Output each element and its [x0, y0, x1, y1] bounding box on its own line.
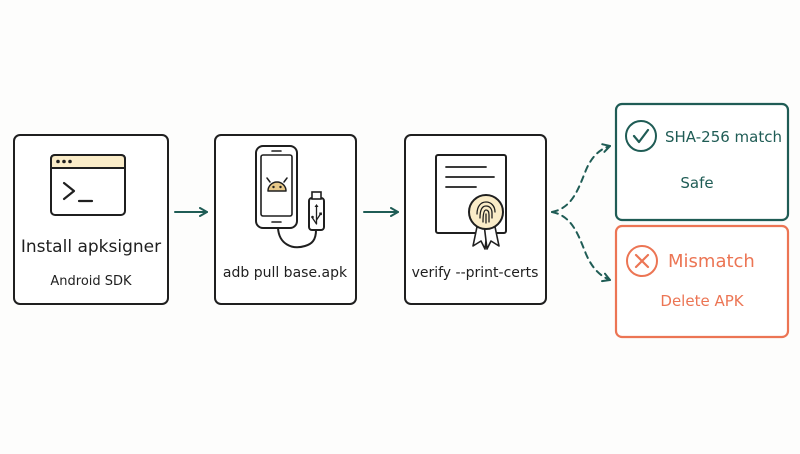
outcome-result-match: Safe: [680, 174, 713, 192]
outcome-title-match: SHA-256 match: [665, 128, 782, 146]
step-box-pull: adb pull base.apk: [214, 134, 357, 305]
step-box-verify: verify --print-certs: [404, 134, 547, 305]
android-robot-icon: [266, 177, 288, 192]
branch-arrow-match: [551, 143, 611, 213]
branch-arrow-mismatch: [551, 211, 611, 283]
outcome-box-mismatch: Mismatch Delete APK: [614, 224, 790, 339]
outcome-result-mismatch: Delete APK: [660, 292, 744, 310]
step-subtitle-install: Android SDK: [50, 274, 132, 289]
step-title-verify: verify --print-certs: [412, 265, 539, 281]
certificate-icon: [435, 154, 507, 250]
step-title-pull: adb pull base.apk: [223, 265, 348, 281]
phone-usb-icon: [255, 145, 325, 249]
fingerprint-icon: [476, 201, 496, 224]
outcome-box-match: SHA-256 match Safe: [614, 102, 790, 222]
step-title-install: Install apksigner: [21, 237, 161, 257]
check-circle-icon: [625, 120, 657, 152]
outcome-title-mismatch: Mismatch: [668, 251, 755, 272]
step-box-install: Install apksigner Android SDK: [13, 134, 169, 305]
terminal-window-icon: [50, 154, 126, 216]
x-circle-icon: [626, 245, 658, 277]
